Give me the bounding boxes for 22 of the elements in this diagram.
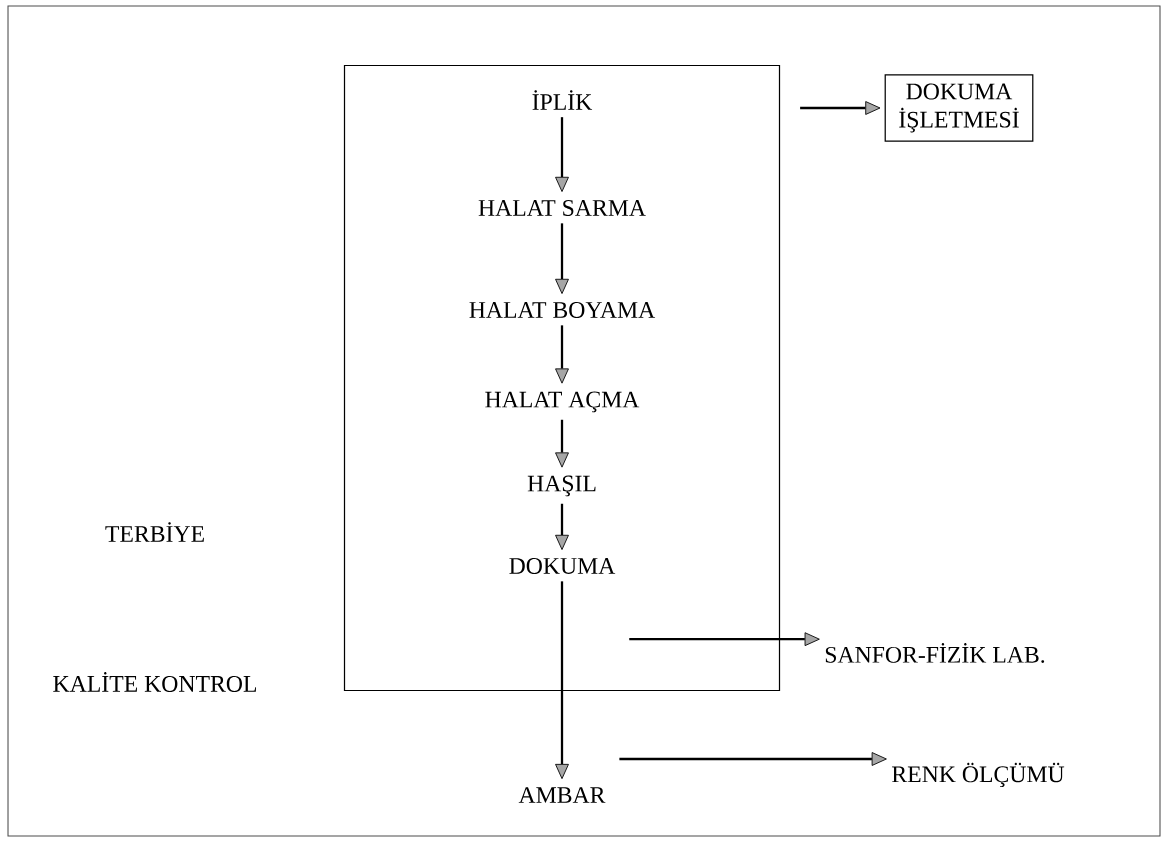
text-label: KALİTE KONTROL xyxy=(53,672,256,692)
arrow xyxy=(555,223,569,294)
text-label: TERBİYE xyxy=(105,522,204,542)
step-label: DOKUMA xyxy=(509,558,616,574)
step-label: SANFOR-FİZİK LAB. xyxy=(825,643,1045,663)
step-label: HALAT SARMA xyxy=(478,200,646,216)
arrow xyxy=(555,117,569,192)
step-label: HAŞIL xyxy=(527,475,596,497)
arrow xyxy=(555,325,569,384)
arrow xyxy=(619,752,887,766)
arrow xyxy=(555,419,569,468)
step-label: İPLİK xyxy=(532,90,593,110)
step-label: AMBAR xyxy=(518,787,606,803)
step-label: HALAT AÇMA xyxy=(485,391,640,413)
arrow xyxy=(629,632,820,647)
arrow xyxy=(555,503,569,550)
arrow xyxy=(800,101,881,115)
process-box: DOKUMA İŞLETMESİ xyxy=(884,74,1034,142)
arrow xyxy=(555,581,569,780)
box-shape xyxy=(343,64,781,692)
step-label: HALAT BOYAMA xyxy=(469,302,656,318)
step-label: RENK ÖLÇÜMÜ xyxy=(892,762,1065,788)
